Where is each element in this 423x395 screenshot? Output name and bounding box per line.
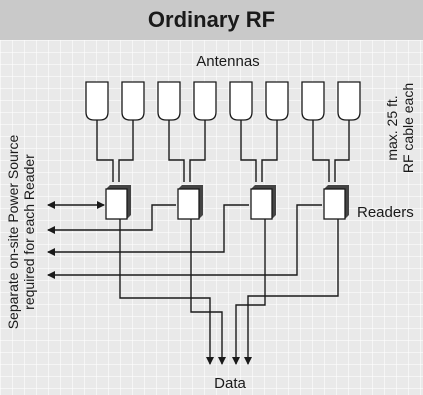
antenna-7 [301, 81, 325, 121]
antennas-label: Antennas [196, 53, 259, 70]
antenna-2 [121, 81, 145, 121]
power-lines [47, 201, 322, 279]
power-source-label: Separate on-site Power Source required f… [5, 135, 37, 330]
data-label: Data [214, 375, 246, 392]
power-source-line2: required for each Reader [21, 154, 37, 310]
reader-1 [105, 185, 131, 220]
rf-cables [96, 120, 350, 182]
antenna-8 [337, 81, 361, 121]
readers-label: Readers [357, 204, 414, 221]
page-title: Ordinary RF [147, 7, 276, 32]
reader-3 [250, 185, 276, 220]
antenna-1 [85, 81, 109, 121]
cable-length-line1: max. 25 ft. [384, 95, 400, 160]
antenna-3 [157, 81, 181, 121]
antenna-5 [229, 81, 253, 121]
reader-2 [177, 185, 203, 220]
antenna-6 [265, 81, 289, 121]
reader-4 [323, 185, 349, 220]
power-source-line1: Separate on-site Power Source [5, 135, 21, 330]
cable-length-label: max. 25 ft. RF cable each [384, 83, 416, 173]
antenna-4 [193, 81, 217, 121]
cable-length-line2: RF cable each [400, 83, 416, 173]
data-lines [119, 219, 339, 365]
title-bar: Ordinary RF [0, 0, 423, 40]
